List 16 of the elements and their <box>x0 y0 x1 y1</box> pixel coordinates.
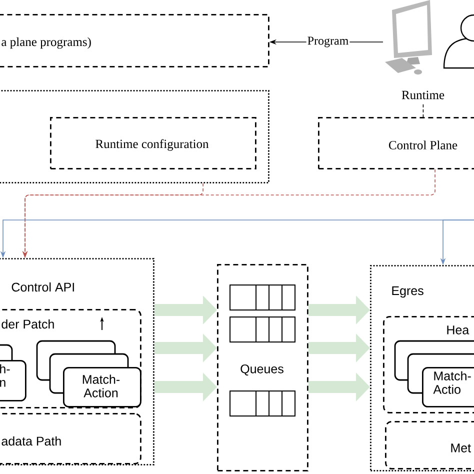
config-box: Runtime configuration <box>50 117 256 170</box>
match-action-card: Match- Actio <box>394 340 474 408</box>
connector-line <box>422 104 424 118</box>
node-label: Action <box>84 388 118 398</box>
runtime-group-box <box>0 90 270 184</box>
picture <box>385 0 474 74</box>
match-action-card: Match- Action <box>36 340 142 408</box>
edge-label: Program <box>306 36 350 48</box>
runtime-label: Runtime <box>402 90 444 100</box>
program-box: a plane programs) <box>0 14 270 68</box>
metadata-box: Met <box>385 421 474 470</box>
match-action-card: h- n <box>0 344 26 402</box>
control-plane-box: Control Plane <box>318 117 474 170</box>
node-label: Actio <box>433 384 460 394</box>
metadata-path-box: adata Path <box>0 413 142 464</box>
queues-box: Queues <box>217 264 308 472</box>
